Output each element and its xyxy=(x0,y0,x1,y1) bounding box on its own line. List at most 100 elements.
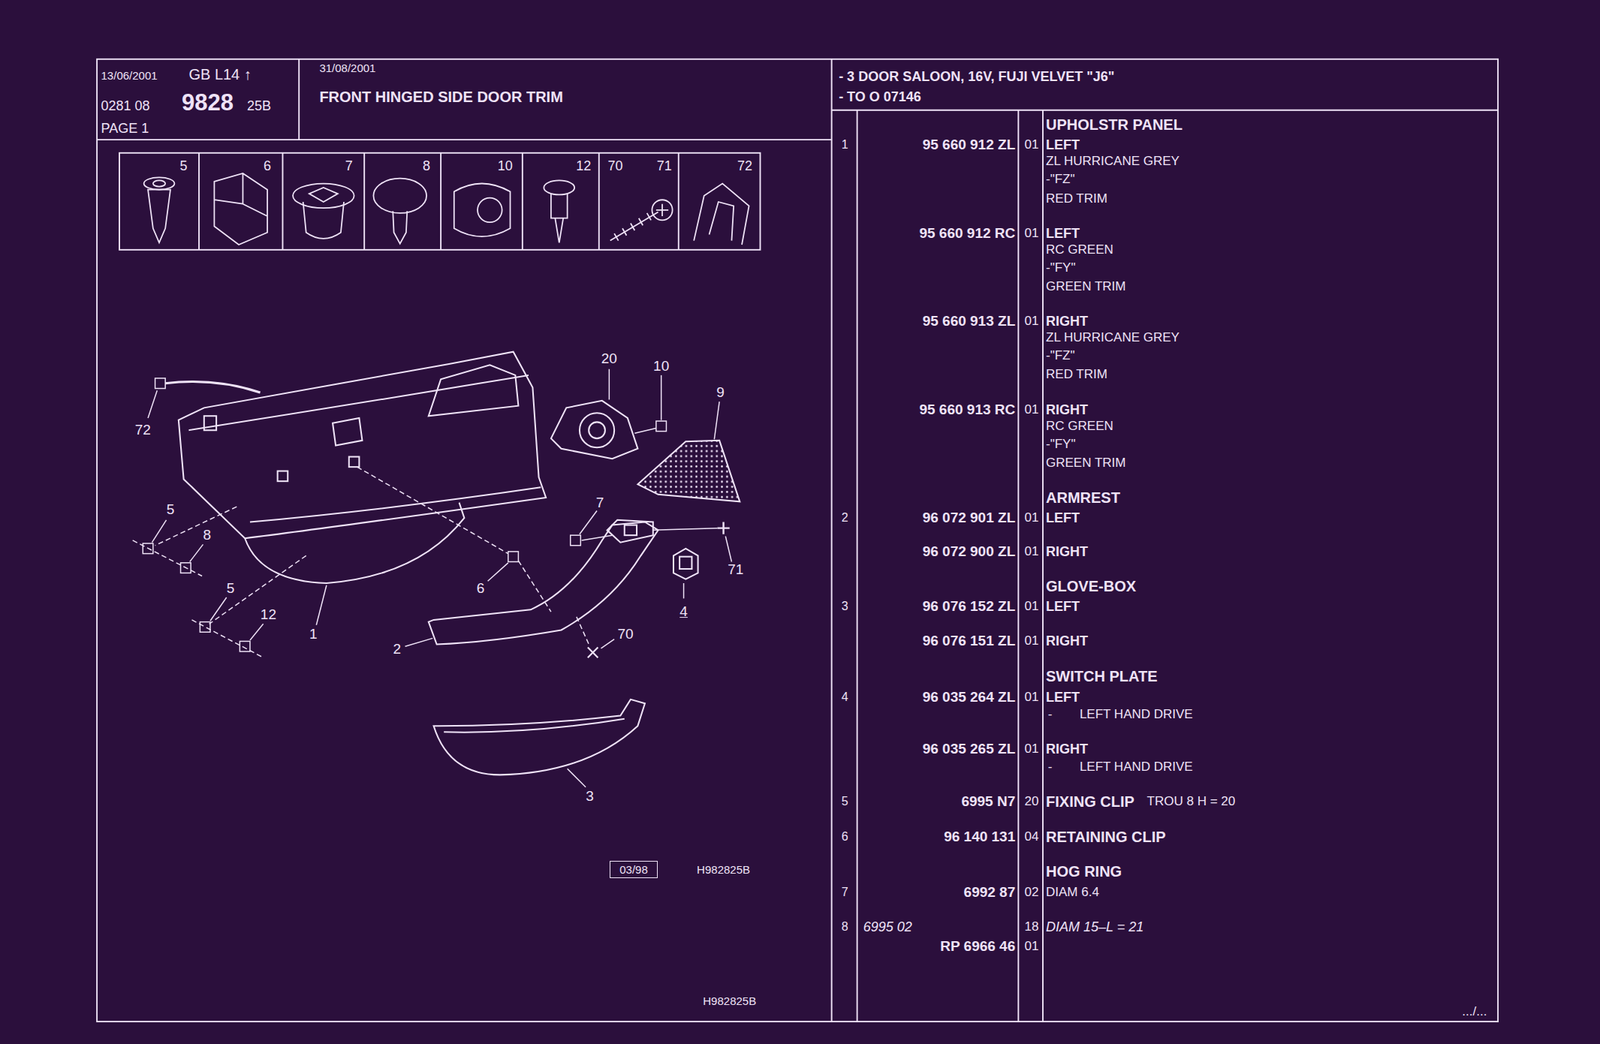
table-cell: 01 xyxy=(1024,402,1040,418)
table-cell: 01 xyxy=(1024,225,1040,242)
table-cell: RED TRIM xyxy=(1045,191,1108,207)
fastener-icon xyxy=(454,183,511,238)
callout-number: 5 xyxy=(166,501,175,519)
table-cell: 95 660 913 ZL xyxy=(922,313,1016,330)
table-cell: 20 xyxy=(1024,794,1040,810)
table-cell: 04 xyxy=(1024,829,1040,845)
table-cell: 01 xyxy=(1024,599,1040,615)
icon-cell: 70 71 xyxy=(599,153,679,251)
table-cell: 7 xyxy=(841,885,849,899)
callout-number: 2 xyxy=(392,641,401,658)
table-cell: GREEN TRIM xyxy=(1045,455,1126,471)
item-number: 5 xyxy=(180,158,188,175)
item-number: 70 xyxy=(607,158,623,175)
door-trim-drawing xyxy=(588,421,606,439)
fastener-icon xyxy=(213,173,268,245)
table-cell: RC GREEN xyxy=(1045,418,1114,434)
frame-divider xyxy=(831,59,833,1022)
callout-number: 72 xyxy=(135,421,151,439)
icon-divider xyxy=(677,153,680,251)
fastener-icon xyxy=(144,177,175,190)
callout-number: 4 xyxy=(679,603,688,621)
leader-line xyxy=(660,375,662,421)
table-cell: 96 072 901 ZL xyxy=(922,509,1016,527)
door-trim-drawing xyxy=(277,471,289,483)
table-cell: 01 xyxy=(1024,939,1040,955)
fastener-icon xyxy=(693,183,749,246)
leader-line xyxy=(600,639,615,649)
table-cell: 96 072 900 ZL xyxy=(922,543,1016,561)
door-trim-drawing xyxy=(165,381,260,393)
header-text: - TO O 07146 xyxy=(838,89,922,106)
header-text: PAGE 1 xyxy=(101,120,150,137)
leader-line xyxy=(155,378,166,389)
icon-strip xyxy=(119,153,760,251)
leader-line xyxy=(570,535,582,546)
icon-cell: 5 xyxy=(119,153,199,251)
page-frame xyxy=(96,59,1498,1022)
table-cell: -"FZ" xyxy=(1045,348,1076,364)
door-trim-drawing xyxy=(433,699,645,776)
table-cell: 8 xyxy=(841,920,849,935)
table-cell: RC GREEN xyxy=(1045,242,1114,258)
door-trim-drawing xyxy=(637,440,740,503)
table-cell: - xyxy=(1048,707,1053,723)
header-text: GB L14 ↑ xyxy=(188,66,251,84)
table-cell: 01 xyxy=(1024,510,1040,526)
callout-number: 3 xyxy=(585,788,594,805)
door-trim-drawing xyxy=(178,352,546,540)
table-cell: 6995 N7 xyxy=(961,793,1016,811)
leader-line xyxy=(725,536,732,563)
fastener-icon xyxy=(551,193,568,243)
door-trim-drawing xyxy=(579,412,615,448)
page-frame xyxy=(96,59,1498,1022)
icon-divider xyxy=(598,153,600,251)
frame-divider xyxy=(96,138,832,141)
date-stamp-box: 03/98 xyxy=(609,861,658,879)
table-cell: 01 xyxy=(1024,742,1040,758)
leader-line xyxy=(142,543,154,555)
table-column-line xyxy=(1042,110,1044,1022)
item-number: 71 xyxy=(656,158,672,175)
icon-cell: 7 xyxy=(282,153,365,251)
leader-line xyxy=(714,401,720,440)
table-cell: ARMREST xyxy=(1045,488,1121,507)
item-number: 6 xyxy=(263,158,272,175)
table-cell: 6995 02 xyxy=(863,919,913,935)
leader-line xyxy=(357,467,509,554)
table-cell: GLOVE-BOX xyxy=(1045,578,1136,596)
table-cell: -"FY" xyxy=(1045,436,1076,452)
table-cell: - xyxy=(1048,759,1053,775)
table-cell: FIXING CLIP xyxy=(1045,792,1135,811)
leader-line xyxy=(518,560,551,612)
leader-line xyxy=(634,428,657,434)
leader-line xyxy=(132,369,733,788)
leader-line xyxy=(653,528,718,531)
leader-line xyxy=(608,369,610,401)
table-column-line xyxy=(1017,110,1019,1022)
table-cell: 02 xyxy=(1024,885,1040,901)
door-trim-drawing xyxy=(250,487,541,522)
icon-cell: 8 xyxy=(364,153,441,251)
leader-line xyxy=(587,647,599,659)
table-cell: 01 xyxy=(1024,634,1040,650)
door-trim-drawing xyxy=(332,418,362,446)
leader-line xyxy=(488,563,509,582)
leader-line xyxy=(151,520,166,543)
table-cell: HOG RING xyxy=(1045,863,1122,881)
door-trim-drawing xyxy=(673,548,699,580)
table-cell: SWITCH PLATE xyxy=(1045,667,1158,685)
icon-divider xyxy=(439,153,442,251)
leader-line xyxy=(508,551,519,563)
callout-number: 10 xyxy=(653,358,669,375)
table-cell: 95 660 913 RC xyxy=(919,401,1016,419)
callout-number: 1 xyxy=(309,626,318,643)
leader-line xyxy=(405,638,434,647)
header-text: 9828 xyxy=(181,89,234,117)
door-trim-drawing xyxy=(165,352,740,776)
item-number: 7 xyxy=(345,158,353,175)
door-trim-drawing xyxy=(244,503,465,584)
table-cell: ZL HURRICANE GREY xyxy=(1045,153,1180,169)
icon-divider xyxy=(363,153,365,251)
